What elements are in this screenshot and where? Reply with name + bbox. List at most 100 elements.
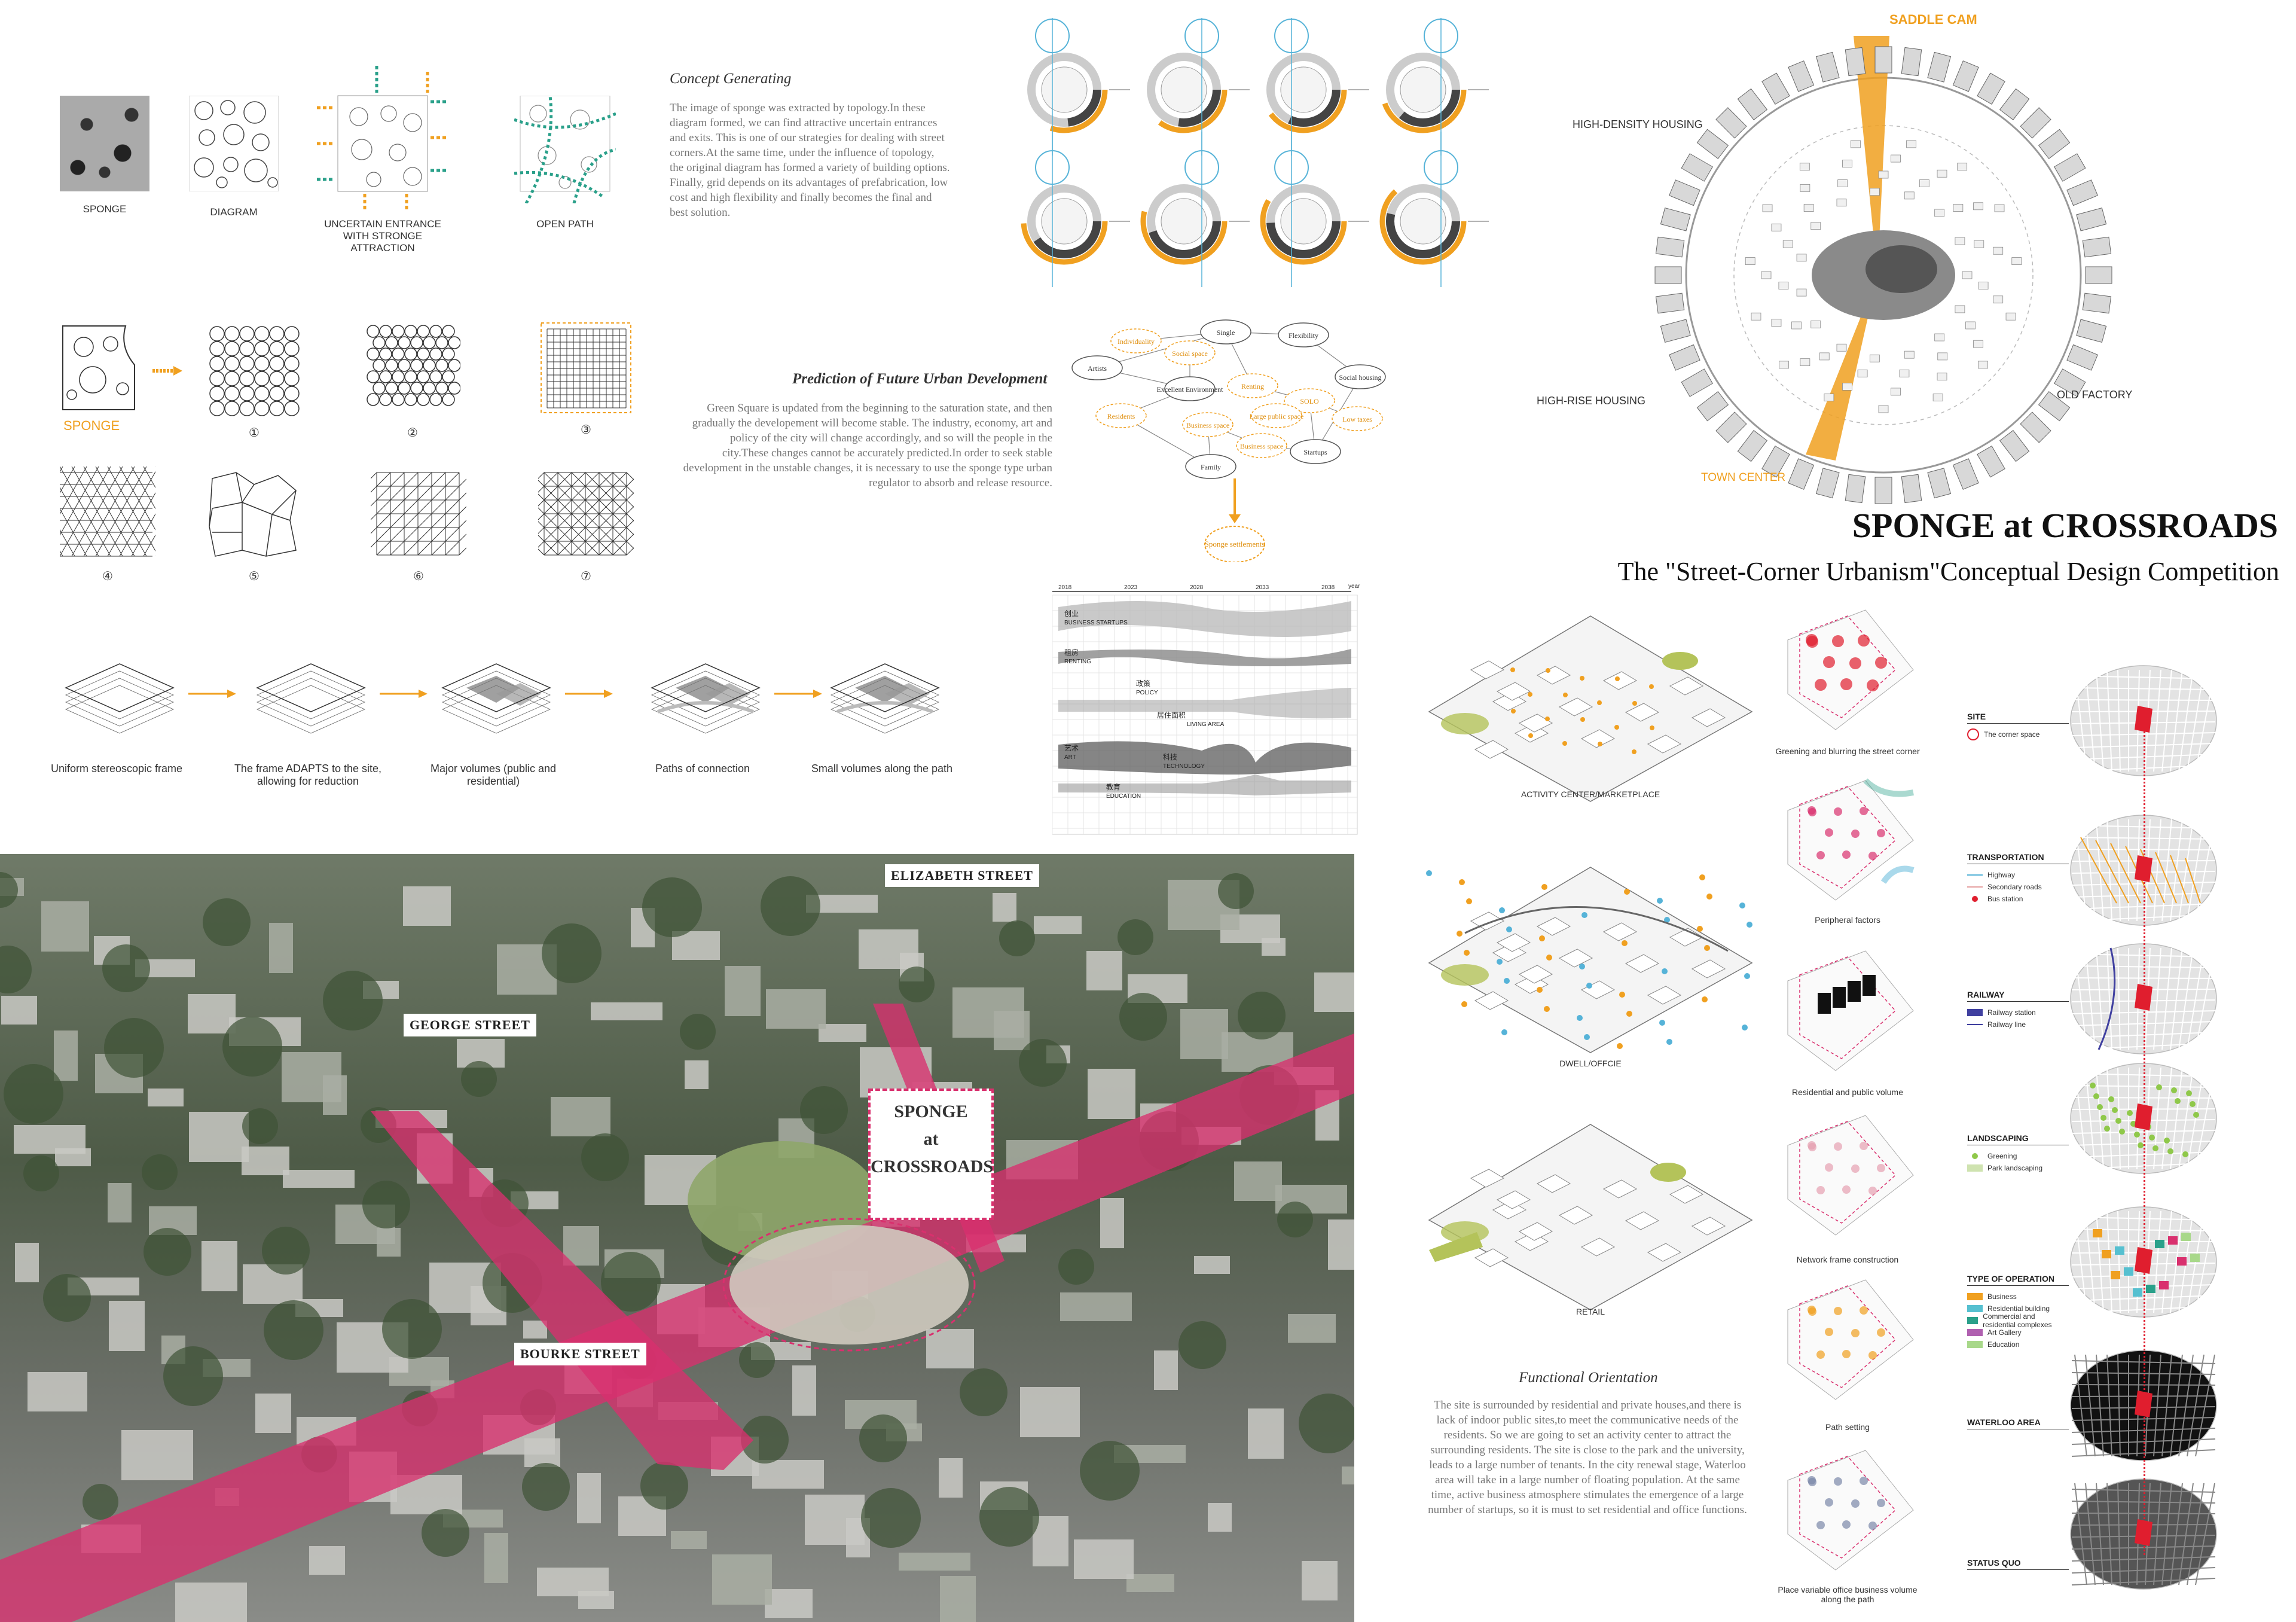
aerial-photo <box>0 854 1354 1622</box>
legend-label: Railway line <box>1987 1020 2026 1029</box>
timeline-row-label: 艺术 <box>1064 744 1079 752</box>
arrow-icon <box>565 690 613 698</box>
step-diagram <box>1787 1450 1914 1571</box>
legend-label: Art Gallery <box>1987 1328 2022 1337</box>
grid-number: ① <box>249 426 259 440</box>
concept-tile-sponge: SPONGE <box>60 96 149 215</box>
svg-text:Residents: Residents <box>1107 412 1135 420</box>
legend-title: RAILWAY <box>1967 990 2069 1002</box>
arrow-icon <box>380 690 428 698</box>
timeline-row-en: TECHNOLOGY <box>1163 763 1205 770</box>
grid-option-2: ② <box>365 323 461 440</box>
saddle-cam-beam <box>1854 36 1889 275</box>
svg-text:Individuality: Individuality <box>1118 337 1155 346</box>
network-node: Individuality <box>1110 328 1162 353</box>
step-diagram <box>1787 950 1914 1071</box>
grid-option-7: ⑦ <box>461 467 710 584</box>
legend-swatch <box>1967 874 1983 876</box>
process-step-label: The frame ADAPTS to the site, allowing f… <box>234 763 382 787</box>
process-step-label: Uniform stereoscopic frame <box>50 763 183 775</box>
timeline-row-label: 科技 <box>1163 753 1177 761</box>
process-step-graphic <box>830 663 940 734</box>
legend-item: Education <box>1967 1339 2069 1350</box>
process-step-graphic <box>256 663 366 734</box>
legend-swatch <box>1967 1305 1983 1312</box>
timeline-row-label: 创业 <box>1064 609 1079 618</box>
legend-label: Railway station <box>1987 1008 2036 1017</box>
legend-title: TYPE OF OPERATION <box>1967 1274 2069 1286</box>
step-caption: Place variable office business volume al… <box>1778 1585 1918 1604</box>
project-sign: SPONGE at CROSSROADS <box>868 1089 994 1220</box>
page-subtitle: The "Street-Corner Urbanism"Conceptual D… <box>1617 557 2279 586</box>
page-title: SPONGE at CROSSROADS <box>1852 506 2278 545</box>
legend-swatch <box>1967 728 1979 740</box>
svg-text:Large public space: Large public space <box>1250 412 1303 420</box>
legend-item: Highway <box>1967 869 2069 881</box>
timeline-year: 2028 <box>1190 584 1204 591</box>
legend-label: Park landscaping <box>1987 1164 2043 1172</box>
ring-chart <box>1021 18 1130 156</box>
bourke-street-band <box>0 1033 1354 1622</box>
timeline-row-label: 教育 <box>1106 782 1120 791</box>
timeline-row-en: BUSINESS STARTUPS <box>1064 620 1128 626</box>
legend-label: Secondary roads <box>1987 883 2042 891</box>
svg-text:Single: Single <box>1217 328 1235 337</box>
step-diagram <box>1787 1115 1914 1236</box>
grid-sponge: SPONGE <box>60 323 138 434</box>
concept-tile-diagram: DIAGRAM <box>188 95 279 218</box>
radial-label-high-density: HIGH-DENSITY HOUSING <box>1573 118 1703 130</box>
legend-label: Highway <box>1987 871 2016 879</box>
network-node: Social space <box>1164 340 1216 365</box>
legend-title: WATERLOO AREA <box>1967 1417 2069 1429</box>
ring-chart <box>1021 132 1130 287</box>
process-step-label: Major volumes (public and residential) <box>430 763 557 787</box>
network-node: Flexibility <box>1278 322 1329 347</box>
timeline-row-en: EDUCATION <box>1106 793 1141 800</box>
grid-number: ③ <box>581 423 591 437</box>
svg-text:Social space: Social space <box>1172 349 1208 358</box>
network-node: Business space <box>1182 412 1234 437</box>
legend-swatch <box>1972 1153 1978 1159</box>
step-caption: Path setting <box>1825 1422 1870 1432</box>
timeline-row-label: 居住面积 <box>1157 711 1186 719</box>
legend-item: Park landscaping <box>1967 1162 2069 1174</box>
network-node: Low taxes <box>1332 406 1383 431</box>
diagram-image <box>188 95 279 192</box>
arrow-icon <box>188 690 236 698</box>
proposal-render <box>729 1225 969 1344</box>
network-node: Single <box>1200 319 1251 344</box>
timeline-axis-label: year <box>1348 583 1360 590</box>
grid-option-3: ③ <box>538 320 634 437</box>
grid-option-1: ① <box>206 323 302 440</box>
legend-swatch <box>1967 1164 1983 1172</box>
legend-title: SITE <box>1967 712 2069 724</box>
connector-line <box>2144 718 2145 1555</box>
svg-text:Social housing: Social housing <box>1339 373 1382 382</box>
timeline-year: 2038 <box>1321 584 1335 591</box>
step-diagram <box>1787 778 1915 901</box>
legend-item: Bus station <box>1967 893 2069 905</box>
functional-text: The site is surrounded by residential an… <box>1428 1399 1747 1516</box>
svg-text:SOLO: SOLO <box>1300 397 1319 406</box>
legend-item: Business <box>1967 1291 2069 1303</box>
ring-diagrams <box>1021 18 1489 287</box>
prediction-text: Green Square is updated from the beginni… <box>683 402 1052 489</box>
radial-context-diagram <box>1654 36 2112 504</box>
svg-text:Business space: Business space <box>1240 442 1283 450</box>
legend-item: Greening <box>1967 1150 2069 1162</box>
ring-chart <box>1379 132 1489 287</box>
timeline-row-en: ART <box>1064 754 1076 761</box>
legend-item: Railway station <box>1967 1007 2069 1019</box>
legend-item: Art Gallery <box>1967 1327 2069 1339</box>
process-step: Major volumes (public and residential) <box>425 646 571 788</box>
radial-label-old-factory: OLD FACTORY <box>2057 389 2133 401</box>
sign-line-2: at <box>923 1129 939 1149</box>
functional-iso-map <box>1426 867 1753 1053</box>
grid-option-4: ④ <box>0 466 219 584</box>
grid-number: ⑥ <box>413 570 424 583</box>
network-node: SOLO <box>1284 388 1335 413</box>
